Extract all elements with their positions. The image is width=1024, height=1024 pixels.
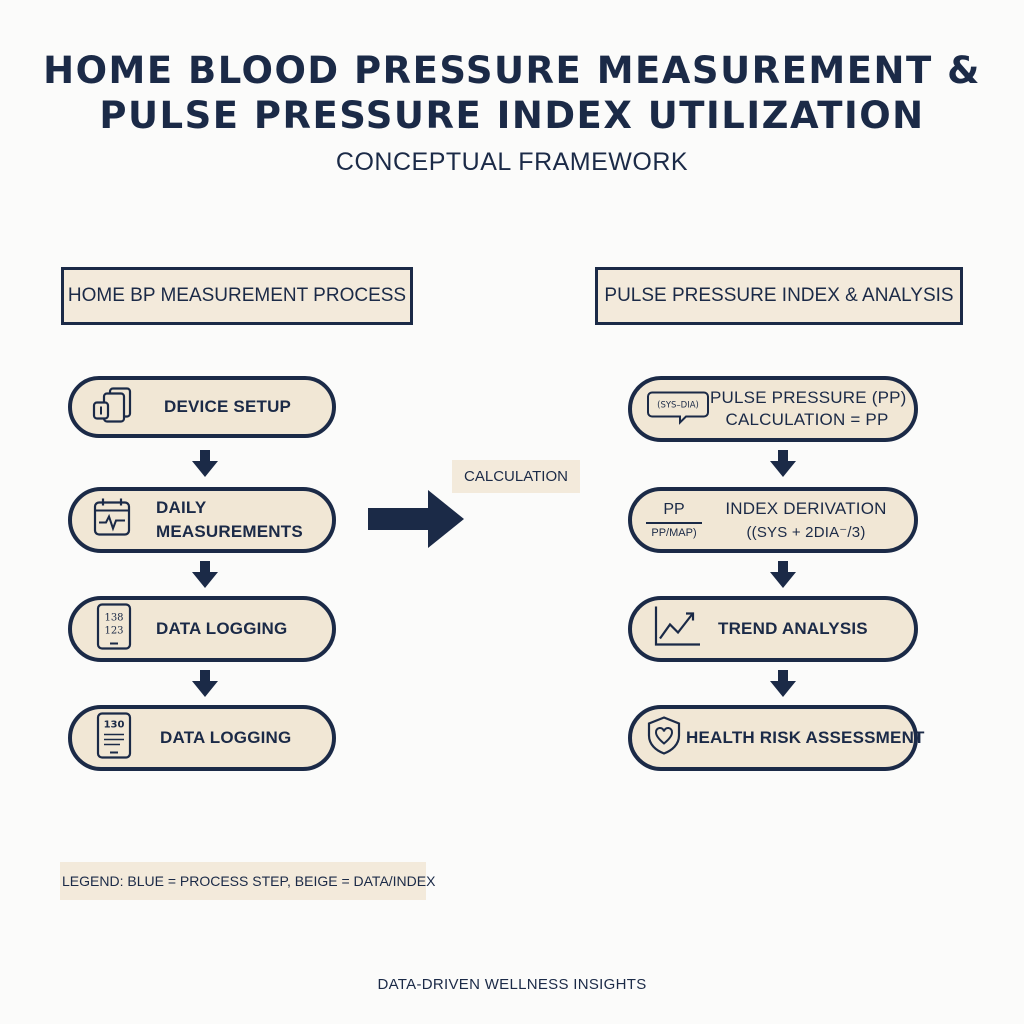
step-daily-measurements: DAILY MEASUREMENTS [68,487,336,553]
step-trend-analysis: TREND ANALYSIS [628,596,918,662]
fraction-denominator: PP/MAP) [651,527,697,539]
calendar-heartbeat-icon [92,497,134,544]
step-label-line-1: INDEX DERIVATION [725,499,887,518]
down-arrow-icon [192,561,218,588]
step-health-risk-assessment: HEALTH RISK ASSESSMENT [628,705,924,771]
tablet-reading-2: 123 [104,626,123,637]
speech-bubble-formula-icon: (SYS–DIA) [646,387,710,432]
right-arrow-icon [368,490,464,548]
tablet-log-icon: 138 123 [96,603,134,656]
formula-text: (SYS–DIA) [657,401,699,411]
step-device-setup: DEVICE SETUP [68,376,336,438]
step-label-line-2: ((SYS + 2DIA⁻/3) [746,524,866,541]
step-pulse-pressure-label: PULSE PRESSURE (PP) CALCULATION = PP [710,380,907,438]
step-data-logging-2: 130 DATA LOGGING [68,705,336,771]
step-device-setup-label: DEVICE SETUP [164,380,291,434]
footer: DATA-DRIVEN WELLNESS INSIGHTS [377,976,647,993]
step-data-logging-1-label: DATA LOGGING [156,600,287,658]
down-arrow-icon [192,670,218,697]
step-trend-analysis-label: TREND ANALYSIS [718,600,868,658]
blood-pressure-device-icon [92,385,136,430]
step-label-line-1: PULSE PRESSURE (PP) [710,388,907,407]
step-index-derivation-label: INDEX DERIVATION ((SYS + 2DIA⁻/3) [712,491,900,549]
left-column-header-label: HOME BP MEASUREMENT PROCESS [67,285,407,306]
fraction-icon: PP PP/MAP) [642,501,706,539]
step-health-risk-label: HEALTH RISK ASSESSMENT [686,709,925,767]
step-index-derivation: PP PP/MAP) INDEX DERIVATION ((SYS + 2DIA… [628,487,918,553]
step-label-text: DATA LOGGING [156,619,288,638]
fraction-bar [646,522,702,524]
step-label-text: DEVICE SETUP [164,397,292,416]
title-line-1: HOME BLOOD PRESSURE MEASUREMENT & [43,49,981,92]
step-daily-measurements-label: DAILY MEASUREMENTS [156,491,303,549]
down-arrow-icon [770,561,796,588]
fraction-numerator: PP [663,501,685,518]
step-label-line-2: MEASUREMENTS [156,522,303,541]
right-column-header-label: PULSE PRESSURE INDEX & ANALYSIS [604,285,954,306]
down-arrow-icon [770,670,796,697]
page-title: HOME BLOOD PRESSURE MEASUREMENT & PULSE … [0,48,1024,138]
title-line-2: PULSE PRESSURE INDEX UTILIZATION [99,94,925,137]
legend: LEGEND: BLUE = PROCESS STEP, BEIGE = DAT… [60,862,435,900]
step-data-logging-1: 138 123 DATA LOGGING [68,596,336,662]
down-arrow-icon [770,450,796,477]
shield-heart-icon [646,716,682,761]
down-arrow-icon [192,450,218,477]
left-column-header: HOME BP MEASUREMENT PROCESS [61,267,413,325]
step-label-line-2: CALCULATION = PP [725,410,889,429]
legend-text: LEGEND: BLUE = PROCESS STEP, BEIGE = DAT… [62,873,436,889]
tablet-reading: 130 [104,720,125,731]
tablet-reading-1: 138 [104,613,123,624]
step-pulse-pressure-calculation: (SYS–DIA) PULSE PRESSURE (PP) CALCULATIO… [628,376,918,442]
step-data-logging-2-label: DATA LOGGING [160,709,291,767]
step-label-line-1: DAILY [156,498,207,517]
connector-label: CALCULATION [452,460,580,493]
tablet-list-icon: 130 [96,712,134,765]
right-column-header: PULSE PRESSURE INDEX & ANALYSIS [595,267,963,325]
step-label-text: TREND ANALYSIS [718,619,868,638]
connector-label-text: CALCULATION [464,468,568,485]
step-label-text: HEALTH RISK ASSESSMENT [686,728,925,747]
trend-chart-icon [652,605,702,654]
subtitle: CONCEPTUAL FRAMEWORK [335,148,689,176]
step-label-text: DATA LOGGING [160,728,292,747]
